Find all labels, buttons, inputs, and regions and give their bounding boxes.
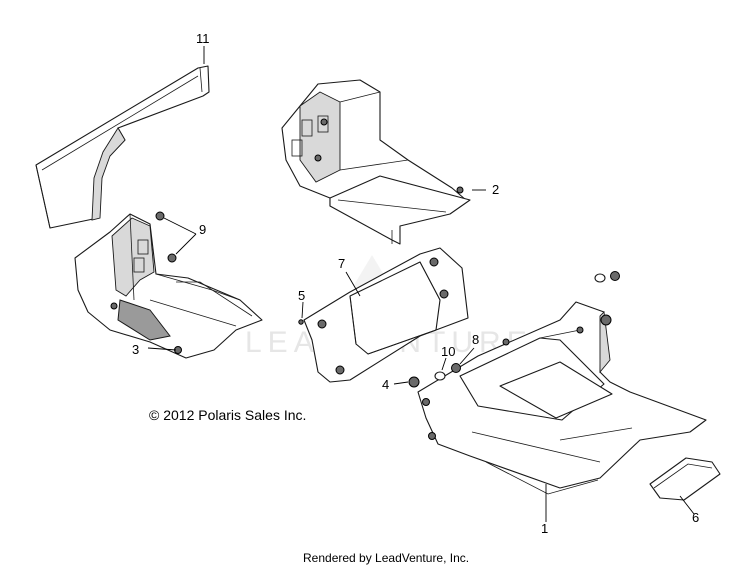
part-9-nut	[167, 253, 177, 263]
callout-6: 6	[692, 510, 699, 525]
part-7-grommet	[429, 257, 439, 267]
part-1-main-floor[interactable]	[417, 301, 707, 495]
copyright-text: © 2012 Polaris Sales Inc.	[149, 407, 306, 423]
part-11-side-panel[interactable]	[35, 65, 210, 229]
part-3-left-floor[interactable]	[74, 213, 263, 359]
callout-3: 3	[132, 342, 139, 357]
leader-lines	[147, 46, 695, 522]
part-9-nut	[155, 211, 165, 221]
part-8-nut[interactable]	[451, 363, 461, 373]
hardware-nut	[610, 271, 620, 281]
part-3-fastener	[110, 302, 118, 310]
part-1-fastener	[428, 432, 436, 440]
callout-9: 9	[199, 222, 206, 237]
callout-2: 2	[492, 182, 499, 197]
part-1-hardware-set[interactable]	[594, 271, 620, 326]
part-7-grommet	[317, 319, 327, 329]
part-2-fastener	[456, 186, 464, 194]
callout-4: 4	[382, 377, 389, 392]
part-7-grommet	[439, 289, 449, 299]
hardware-washer	[594, 273, 606, 283]
part-9-nuts[interactable]	[155, 211, 177, 263]
part-7-console-cover[interactable]	[303, 247, 469, 383]
part-5-screw[interactable]	[298, 319, 304, 325]
callout-5: 5	[298, 288, 305, 303]
part-2-fastener	[314, 154, 322, 162]
part-6-pad[interactable]	[649, 457, 721, 501]
part-2-right-bracket[interactable]	[281, 79, 471, 245]
callout-10: 10	[441, 344, 455, 359]
part-1-fastener	[502, 338, 510, 346]
hardware-nut	[600, 314, 612, 326]
callout-7: 7	[338, 256, 345, 271]
part-1-fastener	[422, 398, 430, 406]
callout-8: 8	[472, 332, 479, 347]
part-4-grommet[interactable]	[408, 376, 420, 388]
part-10-washer[interactable]	[434, 371, 446, 381]
callout-1: 1	[541, 521, 548, 536]
footer-rendered-by: Rendered by LeadVenture, Inc.	[303, 551, 469, 565]
part-1-fastener	[576, 326, 584, 334]
part-2-fastener	[320, 118, 328, 126]
part-7-grommet	[335, 365, 345, 375]
callout-11: 11	[196, 31, 210, 46]
